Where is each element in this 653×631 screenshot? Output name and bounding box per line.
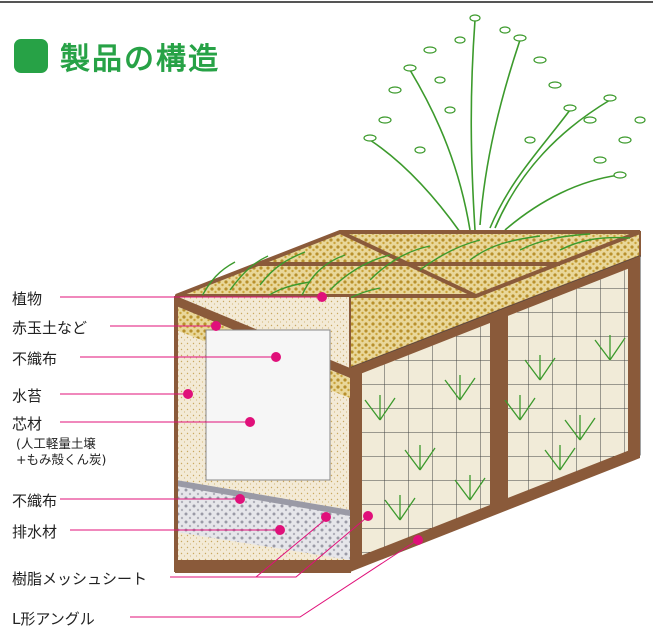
front-section — [174, 295, 351, 573]
plant-leaves — [363, 14, 646, 179]
label-core-detail-2: +もみ殻くん炭) — [16, 452, 107, 467]
leader-lines — [60, 296, 417, 618]
leader-dots — [183, 292, 423, 545]
label-moss: 水苔 — [12, 387, 43, 405]
label-angle: L形アングル — [12, 610, 95, 628]
label-drain: 排水材 — [12, 523, 58, 541]
label-nonwoven-top: 不織布 — [12, 350, 58, 368]
title-square-icon — [14, 39, 48, 73]
title-block: 製品の構造 — [14, 34, 220, 78]
label-core-detail-1: (人工軽量土壌 — [16, 436, 96, 451]
label-plant: 植物 — [12, 290, 43, 308]
mesh-grass — [364, 335, 626, 521]
label-mesh: 樹脂メッシュシート — [12, 570, 148, 588]
label-nonwoven-bottom: 不織布 — [12, 492, 58, 510]
label-core: 芯材 — [12, 415, 43, 433]
label-soil: 赤玉土など — [12, 319, 88, 337]
top-rule — [0, 1, 653, 3]
page-title: 製品の構造 — [60, 42, 220, 77]
plant-foliage — [369, 19, 621, 233]
